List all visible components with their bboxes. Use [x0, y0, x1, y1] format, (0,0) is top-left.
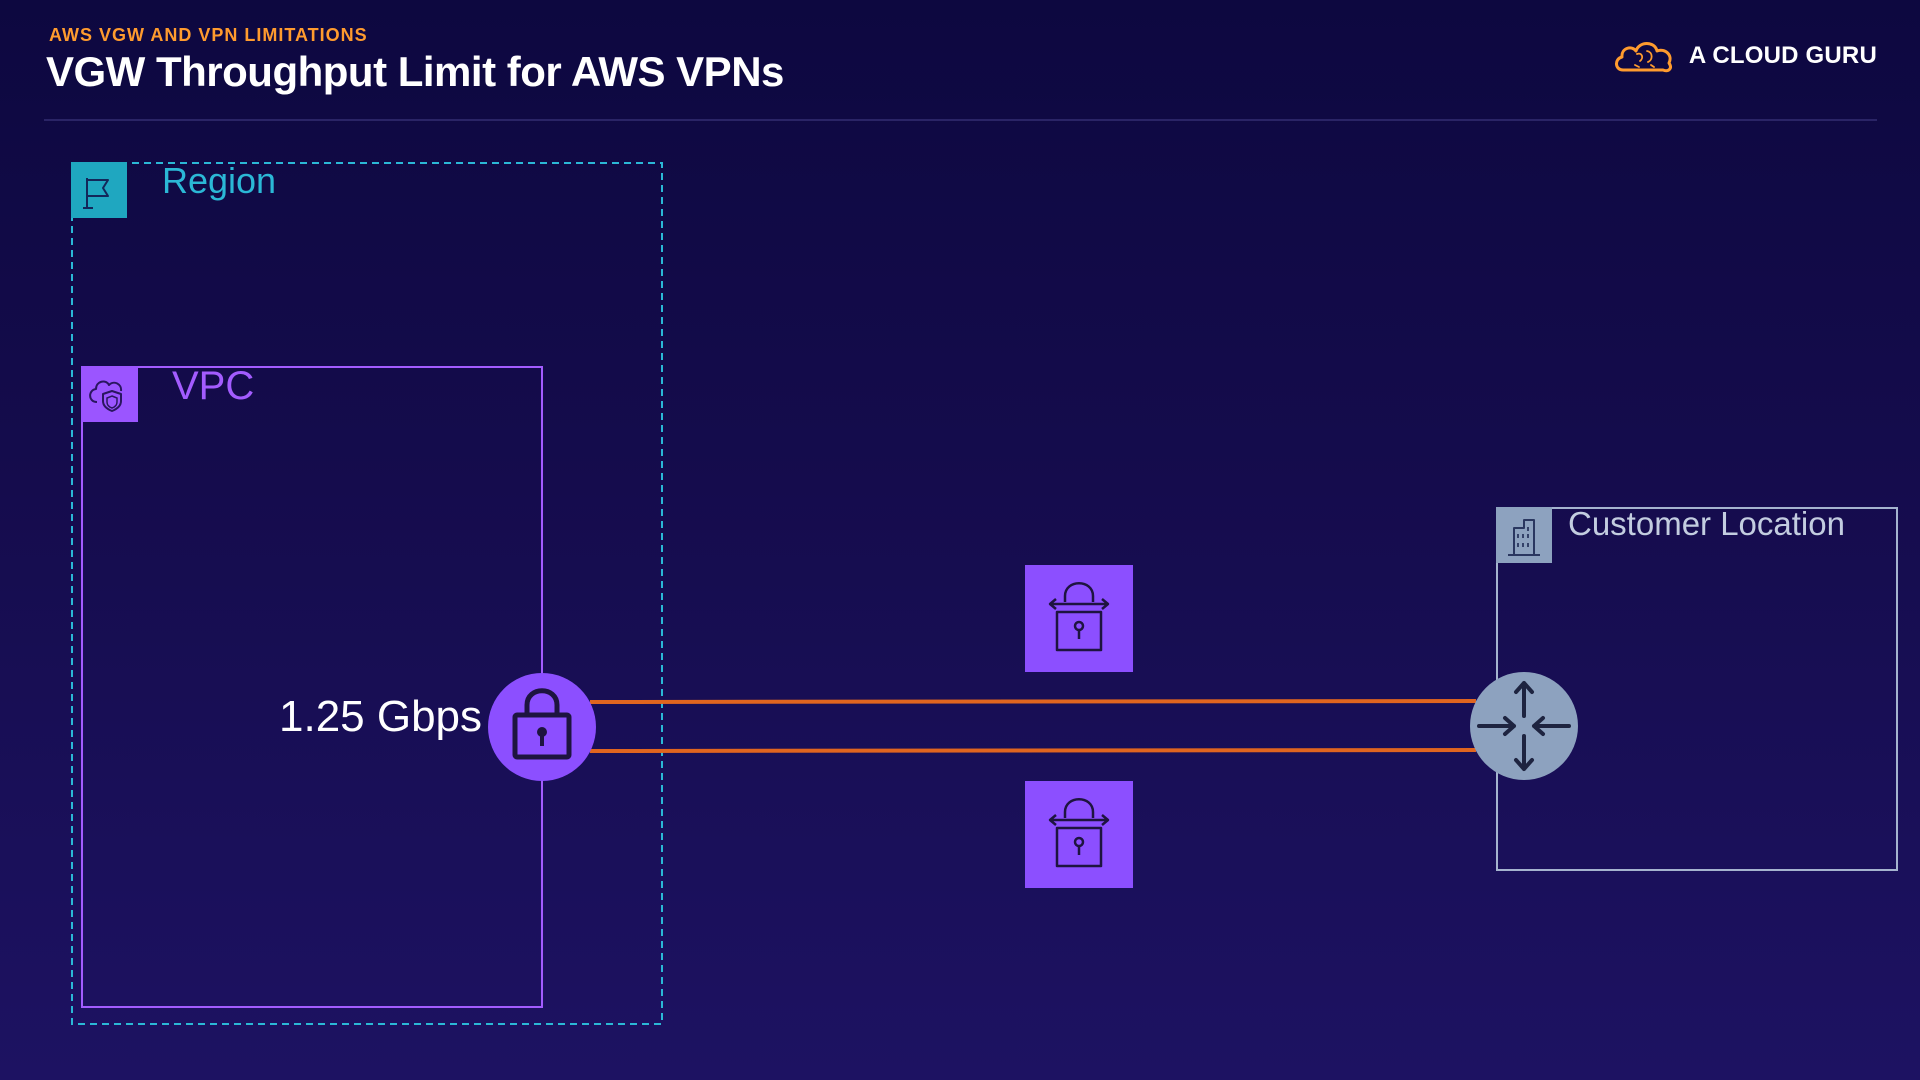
padlock-arrows-icon: [1048, 582, 1110, 652]
cloud-shield-icon: [81, 366, 138, 422]
router-arrows-icon: [1477, 681, 1571, 771]
vpn-tunnel-2: [589, 748, 1477, 753]
virtual-private-gateway: [488, 673, 596, 781]
region-label: Region: [162, 160, 277, 201]
header-divider: [44, 119, 1877, 121]
vpc-label: VPC: [172, 364, 255, 408]
building-icon: [1496, 507, 1552, 563]
flag-icon: [71, 162, 127, 218]
vpc-boundary: [81, 366, 543, 1008]
customer-gateway: [1470, 672, 1578, 780]
vpn-connection-2: [1025, 781, 1133, 888]
section-kicker: AWS VGW AND VPN LIMITATIONS: [49, 25, 368, 45]
brand-logo: A CLOUD GURU: [1613, 36, 1877, 76]
customer-location-label: Customer Location: [1568, 505, 1845, 542]
lock-icon: [512, 688, 572, 760]
brand-name: A CLOUD GURU: [1688, 42, 1877, 69]
vpn-connection-1: [1025, 565, 1133, 672]
region-boundary: [71, 162, 663, 1025]
throughput-label: 1.25 Gbps: [279, 692, 483, 741]
padlock-arrows-icon: [1048, 798, 1110, 868]
vpn-tunnel-1: [589, 699, 1477, 704]
cloud-logo-icon: [1614, 42, 1672, 73]
page-title: VGW Throughput Limit for AWS VPNs: [46, 48, 784, 95]
